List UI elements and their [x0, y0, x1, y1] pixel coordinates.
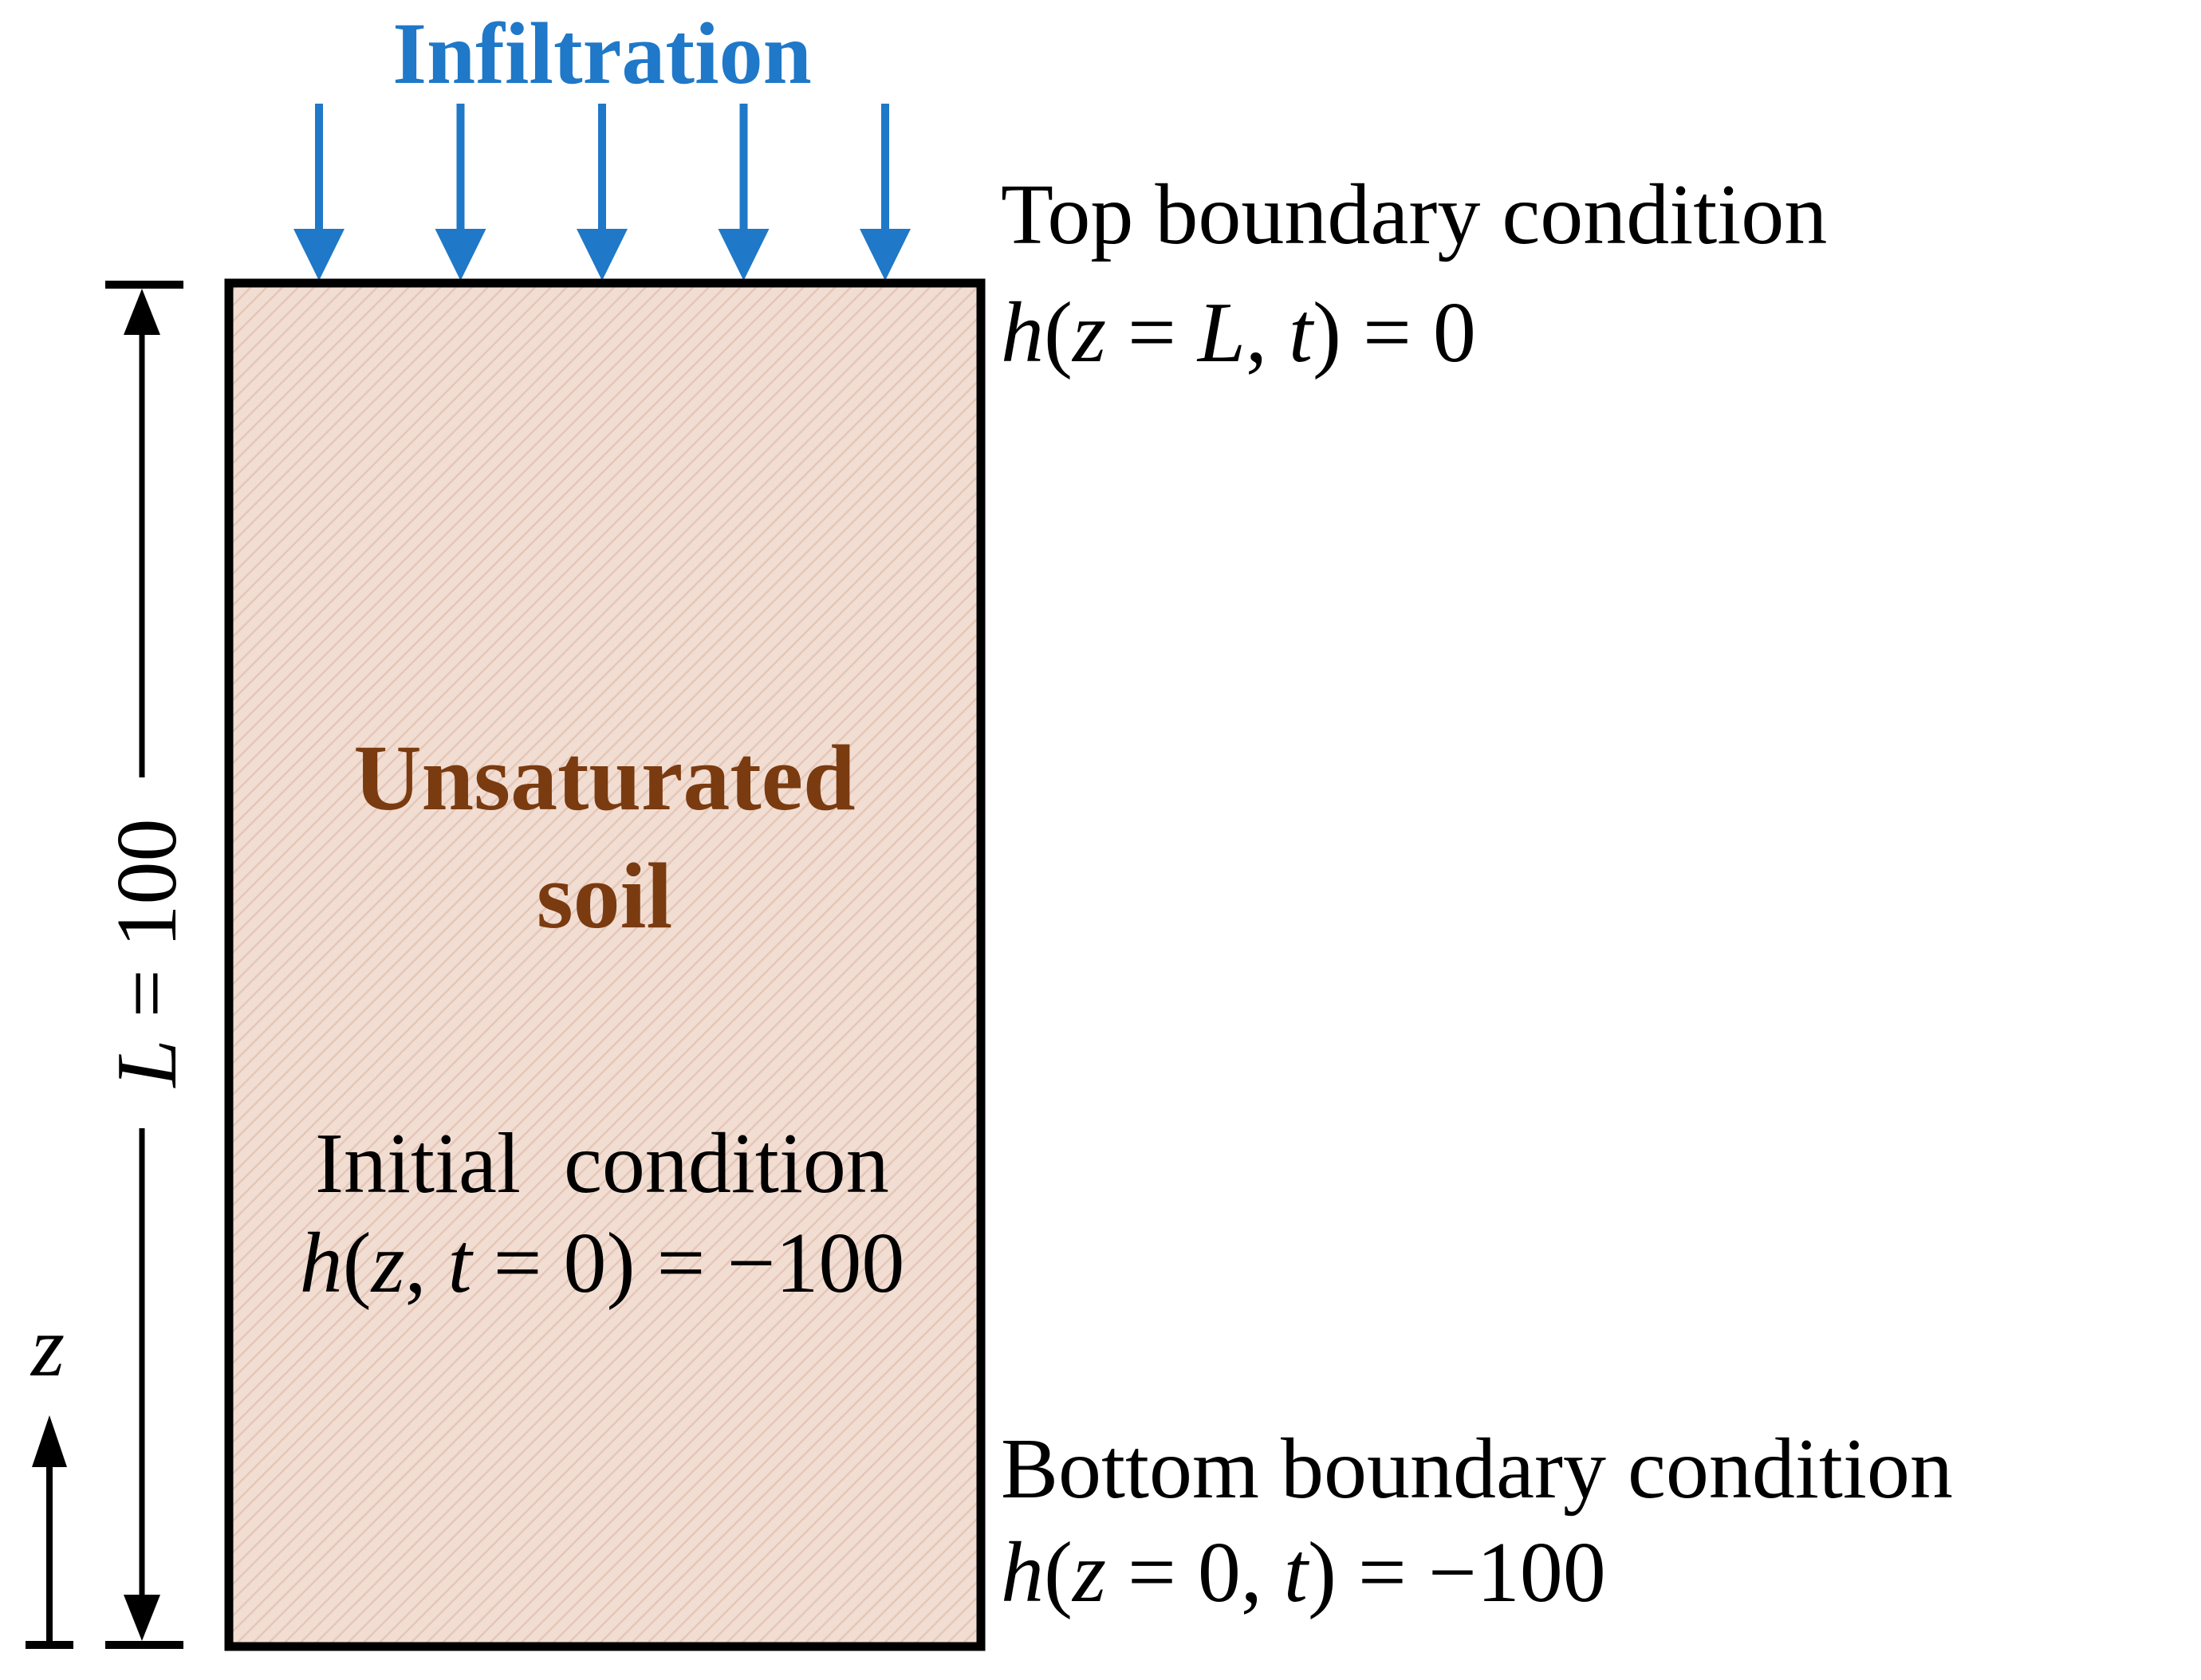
infiltration-label: Infiltration — [392, 5, 812, 102]
dimension-arrowhead-down-icon — [124, 1595, 160, 1641]
length-label: L = 100 — [100, 819, 195, 1089]
soil-label-line2: soil — [537, 844, 673, 948]
soil-column — [224, 278, 986, 1651]
infiltration-arrow-down-icon — [577, 229, 628, 281]
z-axis-arrowhead-icon — [32, 1415, 67, 1467]
infiltration-arrow-down-icon — [293, 229, 345, 281]
infiltration-arrow-down-icon — [435, 229, 486, 281]
infiltration-arrow-down-icon — [718, 229, 770, 281]
initial-condition-equation: h(z, t = 0) = −100 — [300, 1216, 905, 1311]
length-dimension: L = 100 — [100, 281, 195, 1649]
top-boundary-equation: h(z = L, t) = 0 — [1001, 285, 1476, 380]
z-axis: z — [26, 1300, 73, 1649]
infiltration-arrow-down-icon — [860, 229, 911, 281]
dimension-arrowhead-up-icon — [124, 289, 160, 335]
infiltration-arrows — [293, 104, 911, 281]
initial-condition-title: Initial condition — [315, 1116, 889, 1211]
z-axis-label: z — [30, 1300, 65, 1395]
bottom-boundary-title: Bottom boundary condition — [1001, 1422, 1953, 1517]
soil-label-line1: Unsaturated — [353, 726, 855, 830]
bottom-boundary-equation: h(z = 0, t) = −100 — [1001, 1525, 1606, 1620]
top-boundary-title: Top boundary condition — [1001, 167, 1827, 262]
